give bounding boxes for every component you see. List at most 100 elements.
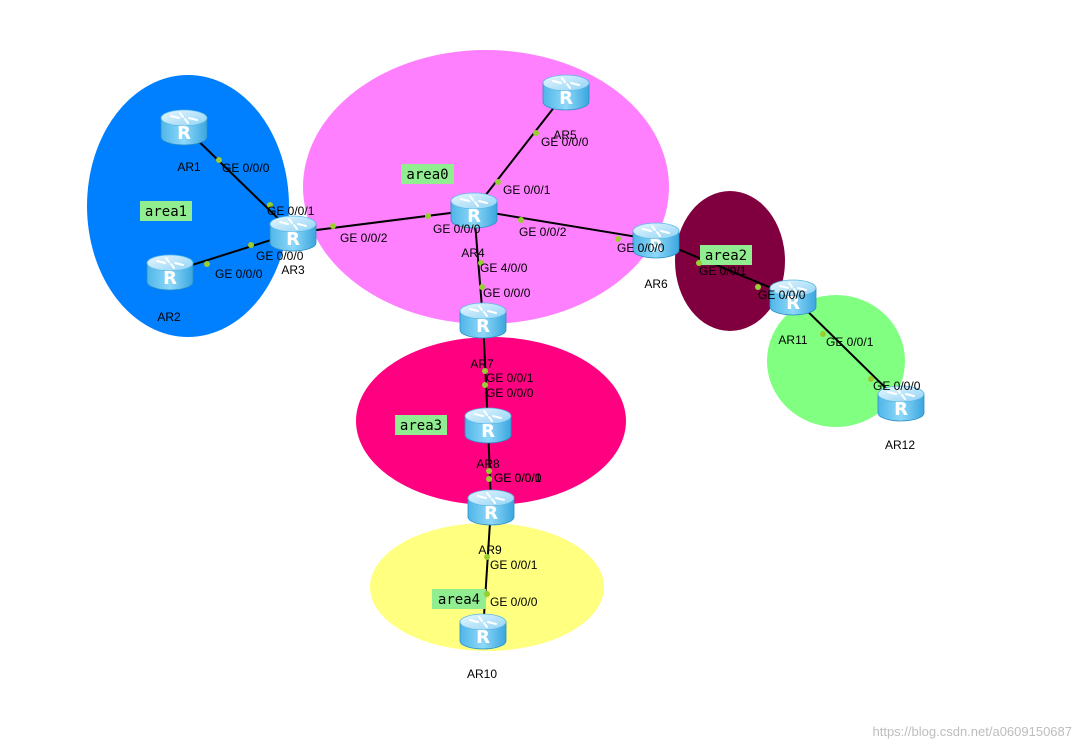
link-AR11-AR12[interactable] (792, 296, 902, 404)
port-label-AR9: GE 0/0/0 (494, 471, 542, 485)
port-dot (479, 284, 485, 290)
port-dot (484, 591, 490, 597)
link-AR9-AR10[interactable] (482, 506, 492, 632)
port-dot (518, 217, 524, 223)
area-label-text: area1 (145, 204, 187, 220)
area-label-box (140, 201, 192, 221)
router-label: AR9 (478, 543, 502, 557)
router-label: AR2 (157, 310, 181, 324)
port-label-AR3: GE 0/0/1 (267, 204, 315, 218)
router-icon: R (467, 489, 515, 526)
router-ar7[interactable]: R AR7 (459, 302, 507, 371)
router-label: AR1 (177, 160, 201, 174)
router-icon: R (464, 407, 512, 444)
router-label: AR5 (553, 128, 577, 142)
port-dot (533, 130, 539, 136)
router-ar9[interactable]: R AR9 (467, 489, 515, 557)
port-dot (204, 261, 210, 267)
router-icon: R (459, 613, 507, 650)
svg-text:R: R (467, 206, 481, 227)
link-AR1-AR3[interactable] (183, 126, 294, 234)
router-label: AR7 (470, 357, 494, 371)
router-icon: R (769, 279, 817, 316)
port-dot (267, 202, 273, 208)
area-label-area0: area0 (401, 164, 454, 184)
port-dot (216, 157, 222, 163)
router-ar5[interactable]: R AR5 (542, 74, 590, 142)
port-label-AR1: GE 0/0/0 (222, 161, 270, 175)
port-dot (482, 368, 488, 374)
svg-text:R: R (286, 229, 300, 250)
port-label-AR4: GE 0/0/0 (433, 222, 481, 236)
port-label-AR4: GE 0/0/1 (503, 183, 551, 197)
port-dot (486, 476, 492, 482)
svg-text:R: R (476, 316, 490, 337)
port-dot (696, 260, 702, 266)
port-label-AR10: GE 0/0/0 (490, 595, 538, 609)
port-dot (484, 554, 490, 560)
area-label-box (432, 589, 486, 609)
svg-text:R: R (894, 399, 908, 420)
port-label-AR2: GE 0/0/0 (215, 267, 263, 281)
port-label-AR5: GE 0/0/0 (541, 135, 589, 149)
router-icon: R (269, 215, 317, 252)
port-label-AR3: GE 0/0/2 (340, 231, 388, 245)
port-label-AR3: GE 0/0/0 (256, 249, 304, 263)
svg-text:R: R (786, 293, 800, 314)
port-label-AR11: GE 0/0/1 (826, 335, 874, 349)
port-dot (755, 284, 761, 290)
port-dot (868, 376, 874, 382)
area-region-unlabeled (767, 295, 905, 427)
port-label-AR4: GE 0/0/2 (519, 225, 567, 239)
router-icon: R (632, 222, 680, 259)
port-label-AR8: GE 0/0/0 (486, 386, 534, 400)
router-ar11[interactable]: R AR11 (769, 279, 817, 347)
area-label-area3: area3 (395, 415, 447, 435)
port-label-AR12: GE 0/0/0 (873, 379, 921, 393)
port-dot (615, 236, 621, 242)
svg-text:R: R (649, 236, 663, 257)
router-label: AR11 (778, 333, 807, 347)
port-label-AR11: GE 0/0/0 (758, 288, 806, 302)
router-icon: R (459, 302, 507, 339)
router-ar1[interactable]: R AR1 (160, 109, 208, 174)
port-dot (425, 213, 431, 219)
router-label: AR6 (644, 277, 668, 291)
router-ar2[interactable]: R AR2 (146, 254, 194, 324)
port-label-AR8: GE 0/0/1 (494, 471, 542, 485)
router-icon: R (450, 192, 498, 229)
port-label-AR9: GE 0/0/1 (490, 558, 538, 572)
router-label: AR4 (461, 246, 485, 260)
router-label: AR10 (467, 667, 497, 681)
router-icon: R (160, 109, 208, 146)
router-icon: R (542, 74, 590, 111)
svg-text:R: R (559, 88, 573, 109)
router-icon: R (146, 254, 194, 291)
area-label-text: area3 (400, 418, 442, 434)
link-AR4-AR5[interactable] (473, 91, 567, 211)
port-label-AR4: GE 4/0/0 (480, 261, 528, 275)
router-ar4[interactable]: R AR4 (450, 192, 498, 260)
area-label-box (700, 245, 752, 265)
port-dot (248, 242, 254, 248)
svg-text:R: R (476, 627, 490, 648)
router-ar10[interactable]: R AR10 (459, 613, 507, 681)
watermark: https://blog.csdn.net/a0609150687 (873, 724, 1073, 739)
link-AR4-AR6[interactable] (473, 209, 657, 241)
area-label-area4: area4 (432, 589, 486, 609)
area-region-area4 (370, 523, 604, 651)
svg-text:R: R (481, 421, 495, 442)
port-label-AR7: GE 0/0/1 (486, 371, 534, 385)
port-dot (820, 331, 826, 337)
area-label-area2: area2 (700, 245, 752, 265)
router-ar6[interactable]: R AR6 (632, 222, 680, 291)
port-label-AR6: GE 0/0/1 (699, 264, 747, 278)
area-label-box (401, 164, 454, 184)
link-AR3-AR4[interactable] (292, 209, 475, 234)
port-dot (495, 179, 501, 185)
area-label-text: area0 (406, 167, 448, 183)
